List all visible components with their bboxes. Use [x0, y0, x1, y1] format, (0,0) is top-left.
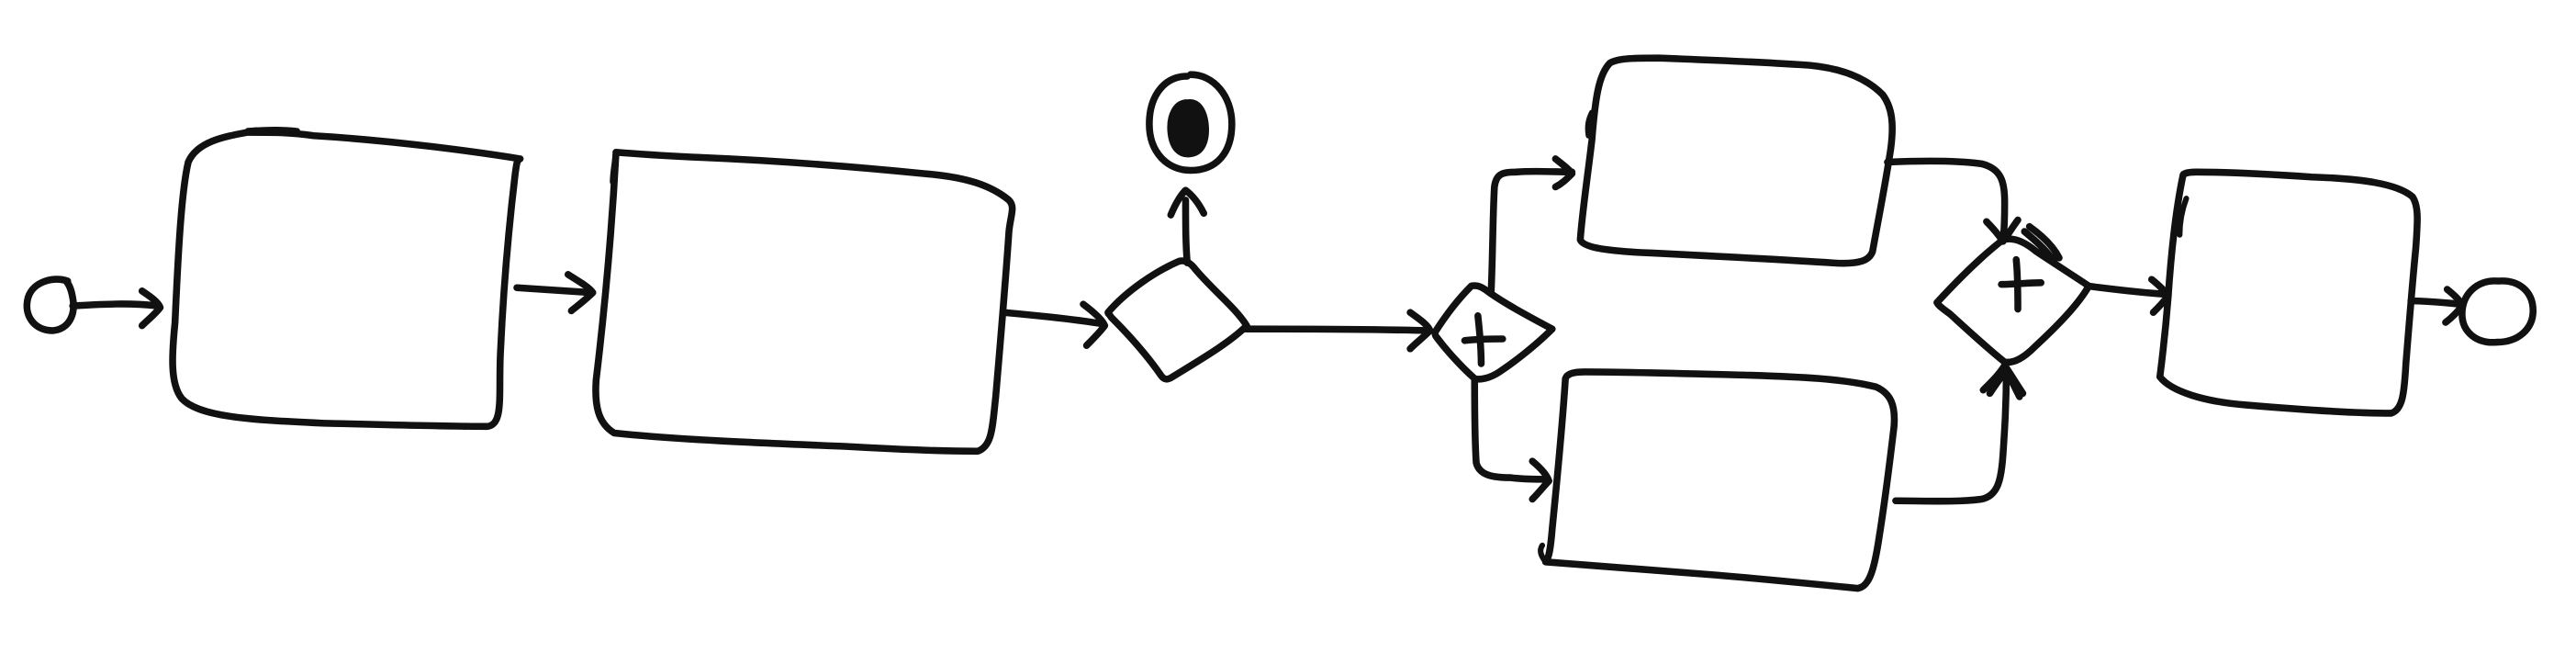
- end-event[interactable]: [2458, 277, 2537, 346]
- flow-task4-to-join: [1892, 361, 2027, 505]
- flow-split-to-task4: [1471, 375, 1552, 503]
- flow-split-to-task3: [1487, 155, 1576, 297]
- end-event-top[interactable]: [1146, 71, 1236, 175]
- task-1[interactable]: [169, 126, 524, 431]
- flow-start-to-task1: [69, 287, 164, 330]
- flow-gateway-to-top-end: [1167, 186, 1208, 267]
- flow-gateway-to-parallel-split: [1241, 309, 1434, 353]
- flow-join-to-task5: [2083, 276, 2172, 316]
- task-3[interactable]: [1576, 54, 1896, 267]
- parallel-split-gateway[interactable]: [1431, 282, 1556, 383]
- task-5[interactable]: [2156, 168, 2421, 417]
- flow-task1-to-task2: [513, 271, 597, 315]
- exclusive-gateway[interactable]: [1104, 257, 1250, 383]
- flow-task2-to-gateway: [1000, 300, 1109, 349]
- task-4[interactable]: [1538, 368, 1898, 592]
- parallel-join-gateway[interactable]: [1933, 235, 2093, 366]
- start-event[interactable]: [23, 276, 77, 334]
- flow-task3-to-join: [1884, 157, 2063, 265]
- task-2[interactable]: [592, 148, 1016, 456]
- flow-task5-to-end: [2407, 286, 2466, 326]
